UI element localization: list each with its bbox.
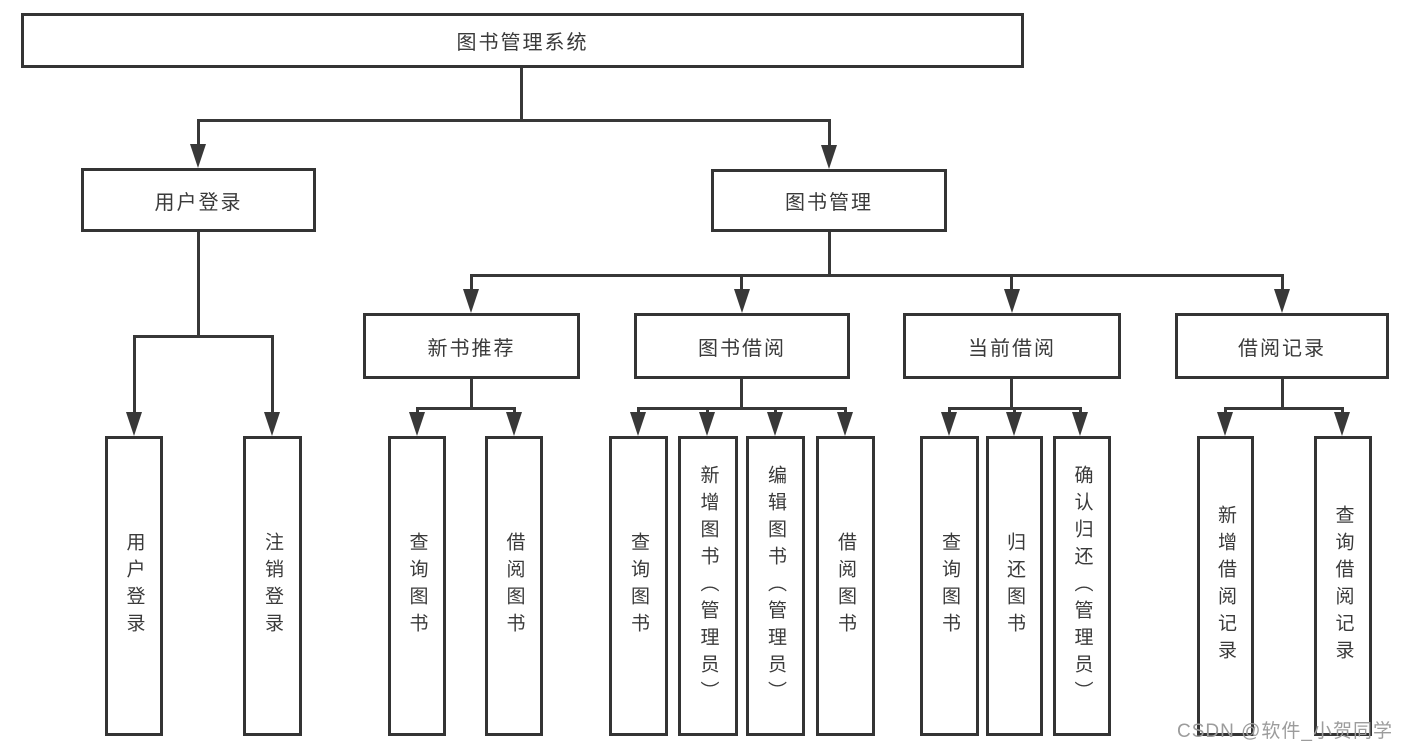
connector-arrowhead xyxy=(1217,412,1233,436)
leaf-return-books: 归还图书 xyxy=(986,436,1043,736)
connector-line xyxy=(520,68,523,120)
leaf-borrow-books: 借阅图书 xyxy=(816,436,875,736)
connector-arrowhead xyxy=(837,412,853,436)
connector-arrowhead xyxy=(126,412,142,436)
leaf-borrow-books-recommend: 借阅图书 xyxy=(485,436,543,736)
connector-line xyxy=(1079,407,1082,416)
connector-arrowhead xyxy=(1004,289,1020,313)
node-book-borrowing: 图书借阅 xyxy=(634,313,850,379)
connector-line xyxy=(948,407,951,416)
connector-line xyxy=(513,407,516,416)
connector-line xyxy=(844,407,847,416)
connector-line xyxy=(1224,407,1343,410)
node-user-login: 用户登录 xyxy=(81,168,316,232)
connector-line xyxy=(1281,274,1284,292)
leaf-logout: 注销登录 xyxy=(243,436,302,736)
connector-line xyxy=(197,119,831,122)
connector-line xyxy=(197,119,200,149)
connector-line xyxy=(774,407,777,416)
leaf-confirm-return-admin: 确认归还（管理员） xyxy=(1053,436,1111,736)
connector-line xyxy=(197,232,200,335)
connector-line xyxy=(470,379,473,410)
connector-arrowhead xyxy=(506,412,522,436)
leaf-query-books-current: 查询图书 xyxy=(920,436,979,736)
connector-line xyxy=(1010,274,1013,292)
connector-line xyxy=(706,407,709,416)
connector-arrowhead xyxy=(463,289,479,313)
connector-arrowhead xyxy=(1072,412,1088,436)
connector-line xyxy=(828,232,831,274)
connector-line xyxy=(133,335,136,415)
connector-line xyxy=(1281,379,1284,410)
connector-arrowhead xyxy=(190,144,206,168)
leaf-query-borrow-record: 查询借阅记录 xyxy=(1314,436,1372,736)
node-borrowing-records: 借阅记录 xyxy=(1175,313,1389,379)
connector-line xyxy=(1013,407,1016,416)
connector-line xyxy=(416,407,516,410)
node-library-management-system: 图书管理系统 xyxy=(21,13,1024,68)
connector-line xyxy=(1224,407,1227,416)
node-new-book-recommend: 新书推荐 xyxy=(363,313,580,379)
connector-arrowhead xyxy=(699,412,715,436)
connector-arrowhead xyxy=(409,412,425,436)
node-book-management: 图书管理 xyxy=(711,169,947,232)
connector-arrowhead xyxy=(821,145,837,169)
connector-line xyxy=(740,274,743,292)
connector-arrowhead xyxy=(1006,412,1022,436)
connector-line xyxy=(828,119,831,149)
connector-arrowhead xyxy=(941,412,957,436)
connector-arrowhead xyxy=(264,412,280,436)
connector-arrowhead xyxy=(767,412,783,436)
connector-line xyxy=(637,407,847,410)
connector-line xyxy=(470,274,1283,277)
connector-arrowhead xyxy=(734,289,750,313)
connector-line xyxy=(470,274,473,292)
connector-line xyxy=(740,379,743,410)
connector-line xyxy=(133,335,274,338)
leaf-add-books-admin: 新增图书（管理员） xyxy=(678,436,738,736)
leaf-add-borrow-record: 新增借阅记录 xyxy=(1197,436,1254,736)
connector-arrowhead xyxy=(1334,412,1350,436)
leaf-query-books-borrowing: 查询图书 xyxy=(609,436,668,736)
connector-line xyxy=(416,407,419,416)
connector-arrowhead xyxy=(630,412,646,436)
node-current-borrowing: 当前借阅 xyxy=(903,313,1121,379)
connector-line xyxy=(271,335,274,415)
leaf-user-login: 用户登录 xyxy=(105,436,163,736)
connector-line xyxy=(637,407,640,416)
csdn-watermark: CSDN @软件_小贺同学 xyxy=(1177,721,1393,742)
connector-line xyxy=(1010,379,1013,410)
leaf-edit-books-admin: 编辑图书（管理员） xyxy=(746,436,805,736)
connector-line xyxy=(1341,407,1344,416)
connector-arrowhead xyxy=(1274,289,1290,313)
leaf-query-books-recommend: 查询图书 xyxy=(388,436,446,736)
